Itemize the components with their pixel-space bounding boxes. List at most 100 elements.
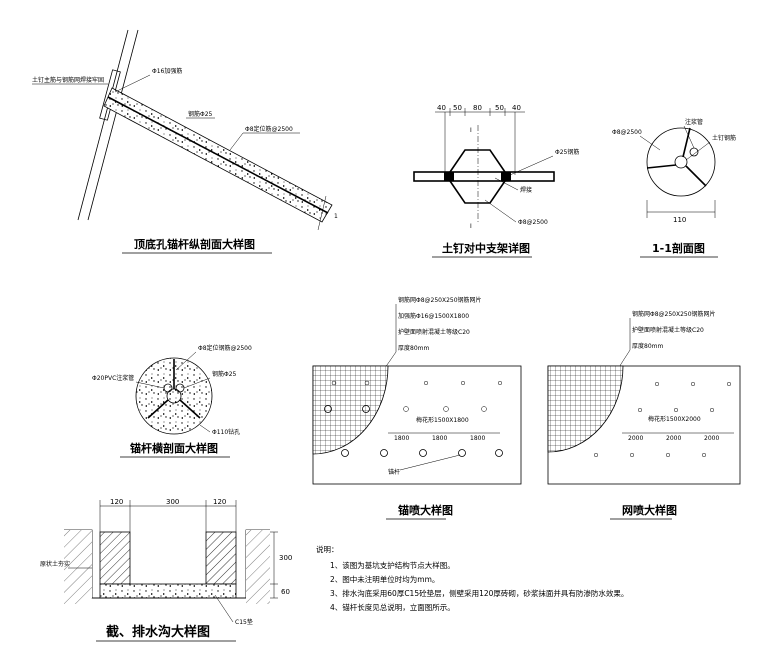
- anchor-point: [403, 406, 409, 412]
- notes-heading: 说明：: [316, 544, 339, 554]
- cross-bar-label: 钢筋Φ25: [212, 370, 237, 378]
- rod-bar16-label: Φ16加强筋: [152, 67, 182, 75]
- ditch-depth-dim: 300: [279, 554, 292, 562]
- dim-support-2: 80: [473, 104, 482, 112]
- ditch-wall-left: [99, 531, 131, 585]
- ditch-dim-2: 120: [213, 498, 226, 506]
- leader-line: [509, 155, 554, 176]
- anchor-point: [654, 381, 660, 387]
- mesh-spacing-1: 2000: [666, 435, 681, 442]
- anchor-point: [443, 406, 449, 412]
- anchor-point: [637, 407, 643, 413]
- support-bottom-arch: [449, 180, 506, 204]
- anchor-point: [709, 407, 715, 413]
- anchor-point: [495, 449, 503, 457]
- shotcrete-note-1: 加强筋Φ16@1500X1800: [398, 312, 469, 320]
- support-leg: [179, 399, 201, 419]
- anchor-point: [423, 380, 429, 386]
- rod-cut-label: 1: [334, 213, 338, 220]
- note-item-3: 3、排水沟底采用60厚C15砼垫层，侧壁采用120厚砖砌，砂浆抹面并具有防渗防水…: [330, 588, 628, 598]
- leader-line: [229, 132, 244, 151]
- shotcrete-note-0: 钢筋网Φ8@250X250钢筋网片: [398, 296, 482, 304]
- anchor-point: [458, 449, 466, 457]
- anchor-point: [324, 405, 332, 413]
- cross-support-label: Φ8定位钢筋@2500: [198, 344, 252, 352]
- leader-line: [639, 135, 661, 151]
- support-cut-top: I: [470, 127, 472, 134]
- anchor-point: [690, 381, 696, 387]
- dim-support-0: 40: [437, 104, 446, 112]
- shotcrete-anchors: [324, 380, 503, 457]
- shotcrete-spacing-0: 1800: [394, 435, 409, 442]
- mesh-note-2: 厚度80mm: [632, 342, 663, 350]
- rod-bar: [107, 96, 329, 214]
- anchor-point: [481, 406, 487, 412]
- sec-bar-label: Φ8@2500: [612, 129, 642, 136]
- shotcrete-row-dim: 梅花形1500X1800: [416, 416, 469, 424]
- mesh-area: [547, 365, 624, 453]
- mesh-note-1: 护壁面喷射混凝土等级C20: [632, 326, 704, 334]
- soil-right: [246, 530, 270, 604]
- support-ring-label: Φ8@2500: [518, 219, 548, 226]
- ditch-c15-label: C15垫: [235, 618, 253, 626]
- support-leg: [685, 165, 707, 187]
- mesh-row-dim: 梅花形1500X2000: [648, 415, 701, 423]
- sec-rod-label: 土钉钢筋: [712, 134, 736, 142]
- cross-hole-label: Φ110钻孔: [212, 428, 240, 436]
- note-item-2: 2、图中未注明单位时均为mm。: [330, 574, 439, 584]
- dim-support-4: 40: [512, 104, 521, 112]
- shotcrete-note-2: 护壁面喷射混凝土等级C20: [398, 328, 470, 336]
- shotcrete-spacing-2: 1800: [470, 435, 485, 442]
- anchor-point: [380, 449, 388, 457]
- title-shotcrete-detail: 锚喷大样图: [398, 503, 453, 517]
- leader-line: [214, 594, 234, 623]
- mesh-note-0: 钢筋网Φ8@250X250钢筋网片: [632, 310, 716, 318]
- support-top-arch: [449, 149, 506, 173]
- slope-line: [77, 29, 129, 221]
- leader-line: [683, 125, 695, 149]
- ditch-wall-right: [205, 531, 237, 585]
- leader-line: [183, 377, 211, 389]
- slope-line-inner: [87, 29, 139, 221]
- support-bar: [413, 171, 555, 182]
- rod-bar25-label: 钢筋Φ25: [188, 110, 213, 118]
- leader-line: [135, 381, 165, 389]
- bar-circle: [674, 155, 688, 169]
- anchor-point: [629, 452, 635, 458]
- ditch-base-dim: 60: [281, 588, 290, 596]
- anchor-cross-section-drawing: Φ8定位钢筋@2500 Φ20PVC注浆管 钢筋Φ25 Φ110钻孔 锚杆横剖面…: [92, 344, 252, 458]
- shotcrete-spacing-1: 1800: [432, 435, 447, 442]
- section-circle: [646, 127, 716, 197]
- anchor-point: [497, 380, 503, 386]
- dim-support-1: 50: [453, 104, 462, 112]
- anchor-point: [341, 449, 349, 457]
- title-anchor-section: 锚杆横剖面大样图: [130, 441, 218, 455]
- sec-grout-label: 注浆管: [685, 118, 703, 126]
- leader-line: [199, 424, 211, 433]
- soil-nail-support-drawing: 40 50 80 50 40 I I Φ25钢筋 焊接 Φ8@2500 土钉对中…: [413, 104, 579, 258]
- mesh-anchors: [593, 381, 732, 458]
- title-mesh-detail: 网喷大样图: [622, 503, 677, 517]
- support-weld-label: 焊接: [520, 186, 532, 194]
- section-1-1-drawing: Φ8@2500 注浆管 土钉钢筋 110 1-1剖面图: [612, 118, 736, 258]
- cross-pvc-label: Φ20PVC注浆管: [92, 374, 134, 382]
- leader-line: [484, 199, 517, 223]
- rod-support-label: Φ8定位筋@2500: [245, 125, 293, 133]
- shotcrete-detail-drawing: 钢筋网Φ8@250X250钢筋网片 加强筋Φ16@1500X1800 护壁面喷射…: [312, 296, 522, 520]
- note-item-4: 4、锚杆长度见总说明，立面图所示。: [330, 602, 455, 612]
- mesh-spacing-2: 2000: [704, 435, 719, 442]
- ditch-dim-0: 120: [110, 498, 123, 506]
- anchor-point: [362, 405, 370, 413]
- mesh-spacing-0: 2000: [628, 435, 643, 442]
- title-soil-nail-support: 土钉对中支架详图: [442, 241, 530, 255]
- ditch-dim-1: 300: [166, 498, 179, 506]
- anchor-point: [364, 380, 370, 386]
- anchor-point: [726, 381, 732, 387]
- anchor-point: [419, 449, 427, 457]
- anchor-point: [460, 380, 466, 386]
- mesh-detail-drawing: 钢筋网Φ8@250X250钢筋网片 护壁面喷射混凝土等级C20 厚度80mm 梅…: [547, 310, 741, 520]
- sec-width-dim: 110: [673, 216, 686, 224]
- drainage-ditch-drawing: 120 300 120 原状土夯实 C15垫 300 60 截、排水沟大样图: [40, 498, 292, 642]
- anchor-point: [593, 452, 599, 458]
